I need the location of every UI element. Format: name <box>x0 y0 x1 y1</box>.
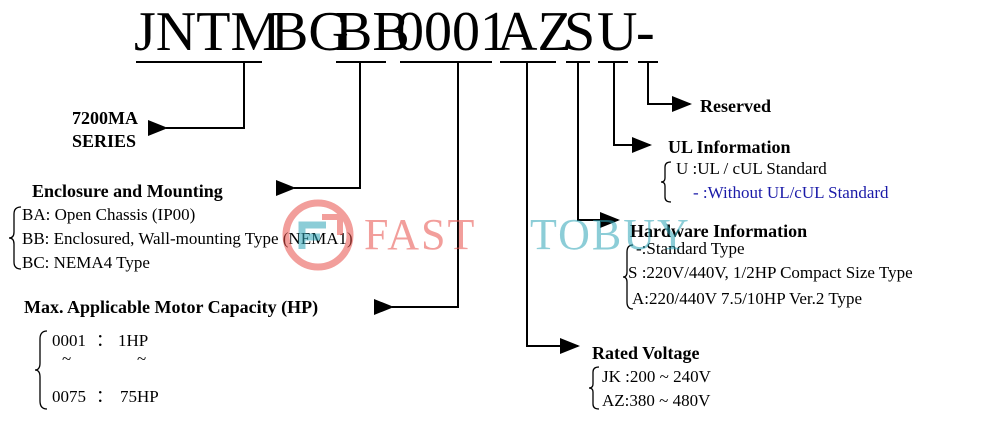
hardware-item-s: S :220V/440V, 1/2HP Compact Size Type <box>628 263 913 282</box>
capacity-tilde-left: ~ <box>62 349 72 368</box>
series-label-line2: SERIES <box>72 131 137 151</box>
code-seg-reserved: - <box>636 1 655 63</box>
capacity-tilde-right: ~ <box>137 349 147 368</box>
hardware-item-a: A:220/440V 7.5/10HP Ver.2 Type <box>632 289 863 308</box>
capacity-row2-value: 75HP <box>120 387 159 406</box>
capacity-row1-sep: ： <box>96 331 113 350</box>
code-seg-series: JNTM <box>134 1 281 63</box>
enclosure-item-bc: BC: NEMA4 Type <box>22 253 150 272</box>
code-seg-enclosure: BG <box>271 1 349 63</box>
voltage-item-az: AZ:380 ~ 480V <box>602 391 711 410</box>
hardware-item-standard: -:Standard Type <box>636 239 745 258</box>
ul-title: UL Information <box>668 137 791 157</box>
capacity-title: Max. Applicable Motor Capacity (HP) <box>24 297 319 317</box>
watermark-logo-icon <box>282 199 354 271</box>
enclosure-item-ba: BA: Open Chassis (IP00) <box>22 205 196 224</box>
capacity-row1-code: 0001 <box>52 331 86 350</box>
code-seg-ul: U <box>597 1 638 63</box>
reserved-title: Reserved <box>700 96 771 116</box>
hardware-title: Hardware Information <box>630 221 808 241</box>
part-number-code: JNTM BG BB 0001 AZ S U - <box>0 0 1000 70</box>
watermark-text-tobuy: TOBUY <box>530 210 691 259</box>
code-seg-capacity: 0001 <box>396 1 508 63</box>
ul-item-without: - :Without UL/cUL Standard <box>693 183 889 202</box>
code-seg-voltage: AZ <box>497 1 572 63</box>
series-label-line1: 7200MA <box>72 108 138 128</box>
voltage-item-jk: JK :200 ~ 240V <box>602 367 711 386</box>
connector-hardware <box>577 62 620 228</box>
ul-brace <box>660 161 672 203</box>
hardware-brace <box>622 244 634 310</box>
code-seg-hardware: S <box>564 1 596 63</box>
connector-ul <box>613 62 652 153</box>
connector-enclosure <box>276 62 361 196</box>
connector-series <box>148 62 245 136</box>
code-seg-bb: BB <box>335 1 410 63</box>
capacity-row2-sep: ： <box>96 387 113 406</box>
connector-voltage <box>526 62 580 354</box>
voltage-title: Rated Voltage <box>592 343 700 363</box>
watermark-text-fast: FAST <box>364 210 477 259</box>
enclosure-item-bb: BB: Enclosured, Wall-mounting Type (NEMA… <box>22 229 353 248</box>
ul-item-standard: U :UL / cUL Standard <box>676 159 827 178</box>
connector-reserved <box>647 62 692 112</box>
voltage-brace <box>588 366 600 410</box>
capacity-row2-code: 0075 <box>52 387 86 406</box>
enclosure-brace <box>8 206 22 270</box>
enclosure-title: Enclosure and Mounting <box>32 181 223 201</box>
capacity-row1-value: 1HP <box>118 331 149 350</box>
connector-capacity <box>374 62 459 315</box>
watermark: FAST TOBUY <box>282 195 712 275</box>
capacity-brace <box>34 330 48 410</box>
